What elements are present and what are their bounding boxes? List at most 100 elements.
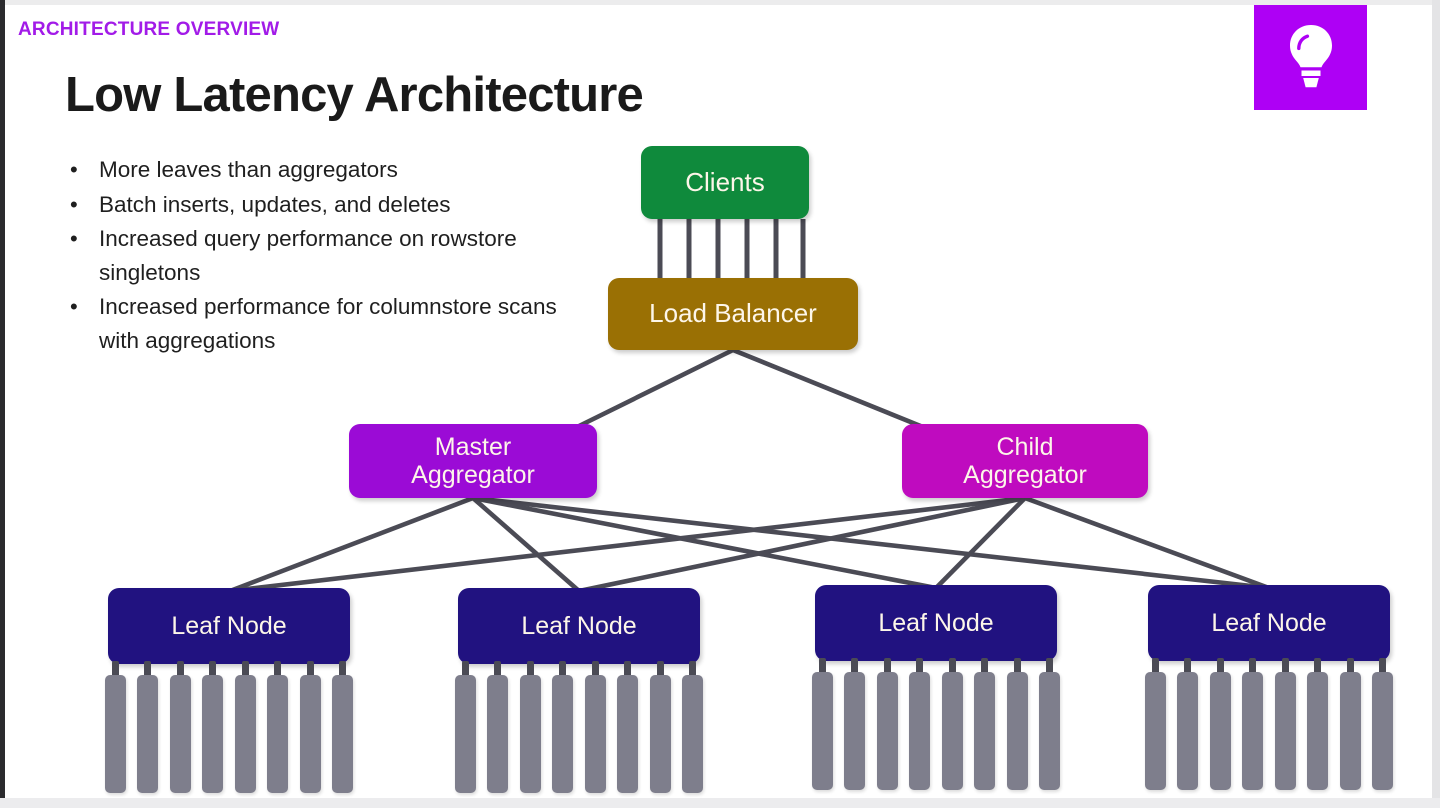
partition-stem — [656, 661, 664, 681]
partition-body — [812, 672, 833, 790]
bullet-marker-icon: • — [70, 294, 78, 319]
partition-stem — [624, 661, 632, 681]
page-title: Low Latency Architecture — [65, 68, 644, 122]
partition-stem — [112, 661, 119, 681]
list-item: • Increased query performance on rowstor… — [61, 222, 561, 289]
partition-body — [105, 675, 126, 793]
left-edge-strip — [0, 0, 5, 808]
section-eyebrow-label: ARCHITECTURE OVERVIEW — [18, 19, 280, 40]
partition-body — [455, 675, 476, 793]
node-master-aggregator-label-line2: Aggregator — [411, 461, 535, 489]
partition-stem — [144, 661, 152, 681]
node-master-aggregator[interactable]: Master Aggregator — [349, 424, 597, 498]
bottom-band — [0, 798, 1440, 808]
node-leaf-2[interactable]: Leaf Node — [458, 588, 700, 664]
list-item: • Batch inserts, updates, and deletes — [61, 188, 561, 222]
partition-body — [1242, 672, 1264, 790]
list-item-label: Increased performance for columnstore sc… — [99, 294, 557, 353]
partition-body — [234, 675, 256, 793]
partition-stem — [1045, 658, 1053, 678]
partition-stem — [1216, 658, 1224, 678]
partition-stem — [526, 661, 534, 681]
partition-body — [137, 675, 159, 793]
partition-stem — [981, 658, 989, 678]
partition-stem — [338, 661, 346, 681]
partition-stem — [1314, 658, 1322, 678]
partition-stem — [1249, 658, 1257, 678]
partition-stem — [1346, 658, 1354, 678]
partition-stem — [1013, 658, 1021, 678]
node-leaf-3[interactable]: Leaf Node — [815, 585, 1057, 661]
partition-body — [1307, 672, 1329, 790]
list-item-label: More leaves than aggregators — [99, 157, 398, 182]
partition-body — [941, 672, 963, 790]
partition-stem — [688, 661, 696, 681]
partition-body — [876, 672, 898, 790]
list-item: • More leaves than aggregators — [61, 153, 561, 187]
architecture-diagram: Clients Load Balancer Master Aggregator … — [5, 5, 1432, 798]
partition-body — [552, 675, 574, 793]
bullet-marker-icon: • — [70, 191, 78, 217]
node-child-aggregator[interactable]: Child Aggregator — [902, 424, 1148, 498]
partition-stem — [494, 661, 502, 681]
partition-stem — [883, 658, 891, 678]
partition-body — [1339, 672, 1361, 790]
partition-stem — [851, 658, 859, 678]
node-leaf-4-label: Leaf Node — [1211, 608, 1327, 637]
node-load-balancer[interactable]: Load Balancer — [608, 278, 858, 350]
node-leaf-1-label: Leaf Node — [171, 611, 287, 640]
partition-stem — [241, 661, 249, 681]
partition-body — [974, 672, 996, 790]
partition-stem — [1152, 658, 1159, 678]
list-item-label: Batch inserts, updates, and deletes — [99, 191, 451, 217]
top-band — [0, 0, 1440, 5]
partition-stem — [1378, 658, 1386, 678]
lightbulb-icon — [1254, 23, 1367, 89]
bullet-marker-icon: • — [70, 157, 78, 182]
partition-body — [681, 675, 703, 793]
node-leaf-4[interactable]: Leaf Node — [1148, 585, 1390, 661]
partition-body — [1006, 672, 1028, 790]
node-load-balancer-label: Load Balancer — [649, 298, 817, 329]
partition-body — [487, 675, 509, 793]
partition-body — [617, 675, 639, 793]
partition-body — [1371, 672, 1393, 790]
bullet-marker-icon: • — [70, 226, 78, 251]
partition-body — [169, 675, 191, 793]
right-edge-strip — [1432, 0, 1440, 808]
partition-stem — [916, 658, 924, 678]
partition-stem — [209, 661, 217, 681]
partition-stem — [176, 661, 184, 681]
partition-body — [1145, 672, 1166, 790]
list-item-label: Increased query performance on rowstore … — [99, 226, 517, 285]
partition-body — [909, 672, 931, 790]
partition-stem — [1184, 658, 1192, 678]
slide-canvas: ARCHITECTURE OVERVIEW Low Latency Archit… — [5, 5, 1432, 798]
partition-body — [649, 675, 671, 793]
partition-stem — [1281, 658, 1289, 678]
partition-body — [267, 675, 289, 793]
list-item: • Increased performance for columnstore … — [61, 290, 561, 357]
partition-stem — [819, 658, 826, 678]
partition-stem — [306, 661, 314, 681]
partition-body — [844, 672, 866, 790]
partition-stem — [948, 658, 956, 678]
node-leaf-2-label: Leaf Node — [521, 611, 637, 640]
node-child-aggregator-label-line1: Child — [996, 432, 1054, 461]
partition-body — [584, 675, 606, 793]
partition-stem — [462, 661, 469, 681]
partition-body — [1038, 672, 1060, 790]
brand-logo-tile — [1254, 5, 1367, 110]
node-clients-label: Clients — [685, 166, 765, 197]
partition-body — [299, 675, 321, 793]
node-master-aggregator-label-line1: Master — [434, 432, 512, 461]
partition-body — [1274, 672, 1296, 790]
partition-body — [519, 675, 541, 793]
partition-stem — [274, 661, 282, 681]
partition-body — [1177, 672, 1199, 790]
node-leaf-1[interactable]: Leaf Node — [108, 588, 350, 664]
partition-body — [202, 675, 224, 793]
node-child-aggregator-label-line2: Aggregator — [963, 461, 1087, 489]
node-clients[interactable]: Clients — [641, 146, 809, 219]
